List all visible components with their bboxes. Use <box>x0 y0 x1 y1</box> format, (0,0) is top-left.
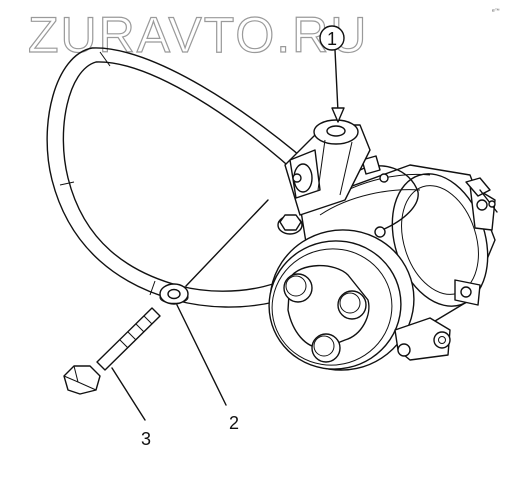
long-bolt <box>63 307 161 395</box>
bracket-bolt <box>277 214 303 235</box>
callout-1-label: 1 <box>327 29 337 49</box>
watermark-text: ZURAVTO.RU <box>28 7 368 63</box>
drive-belt <box>46 47 341 308</box>
callout-3-label: 3 <box>141 429 151 449</box>
callout-1: 1 <box>319 25 345 51</box>
leader-lines <box>111 49 345 421</box>
callout-2-label: 2 <box>229 413 239 433</box>
lower-mount-ear <box>394 317 451 361</box>
washer <box>159 283 189 305</box>
wiring-harness <box>359 155 419 238</box>
clutch-pulley <box>268 229 415 371</box>
corner-mark: e™ <box>492 8 500 14</box>
mounting-bracket <box>284 119 371 216</box>
